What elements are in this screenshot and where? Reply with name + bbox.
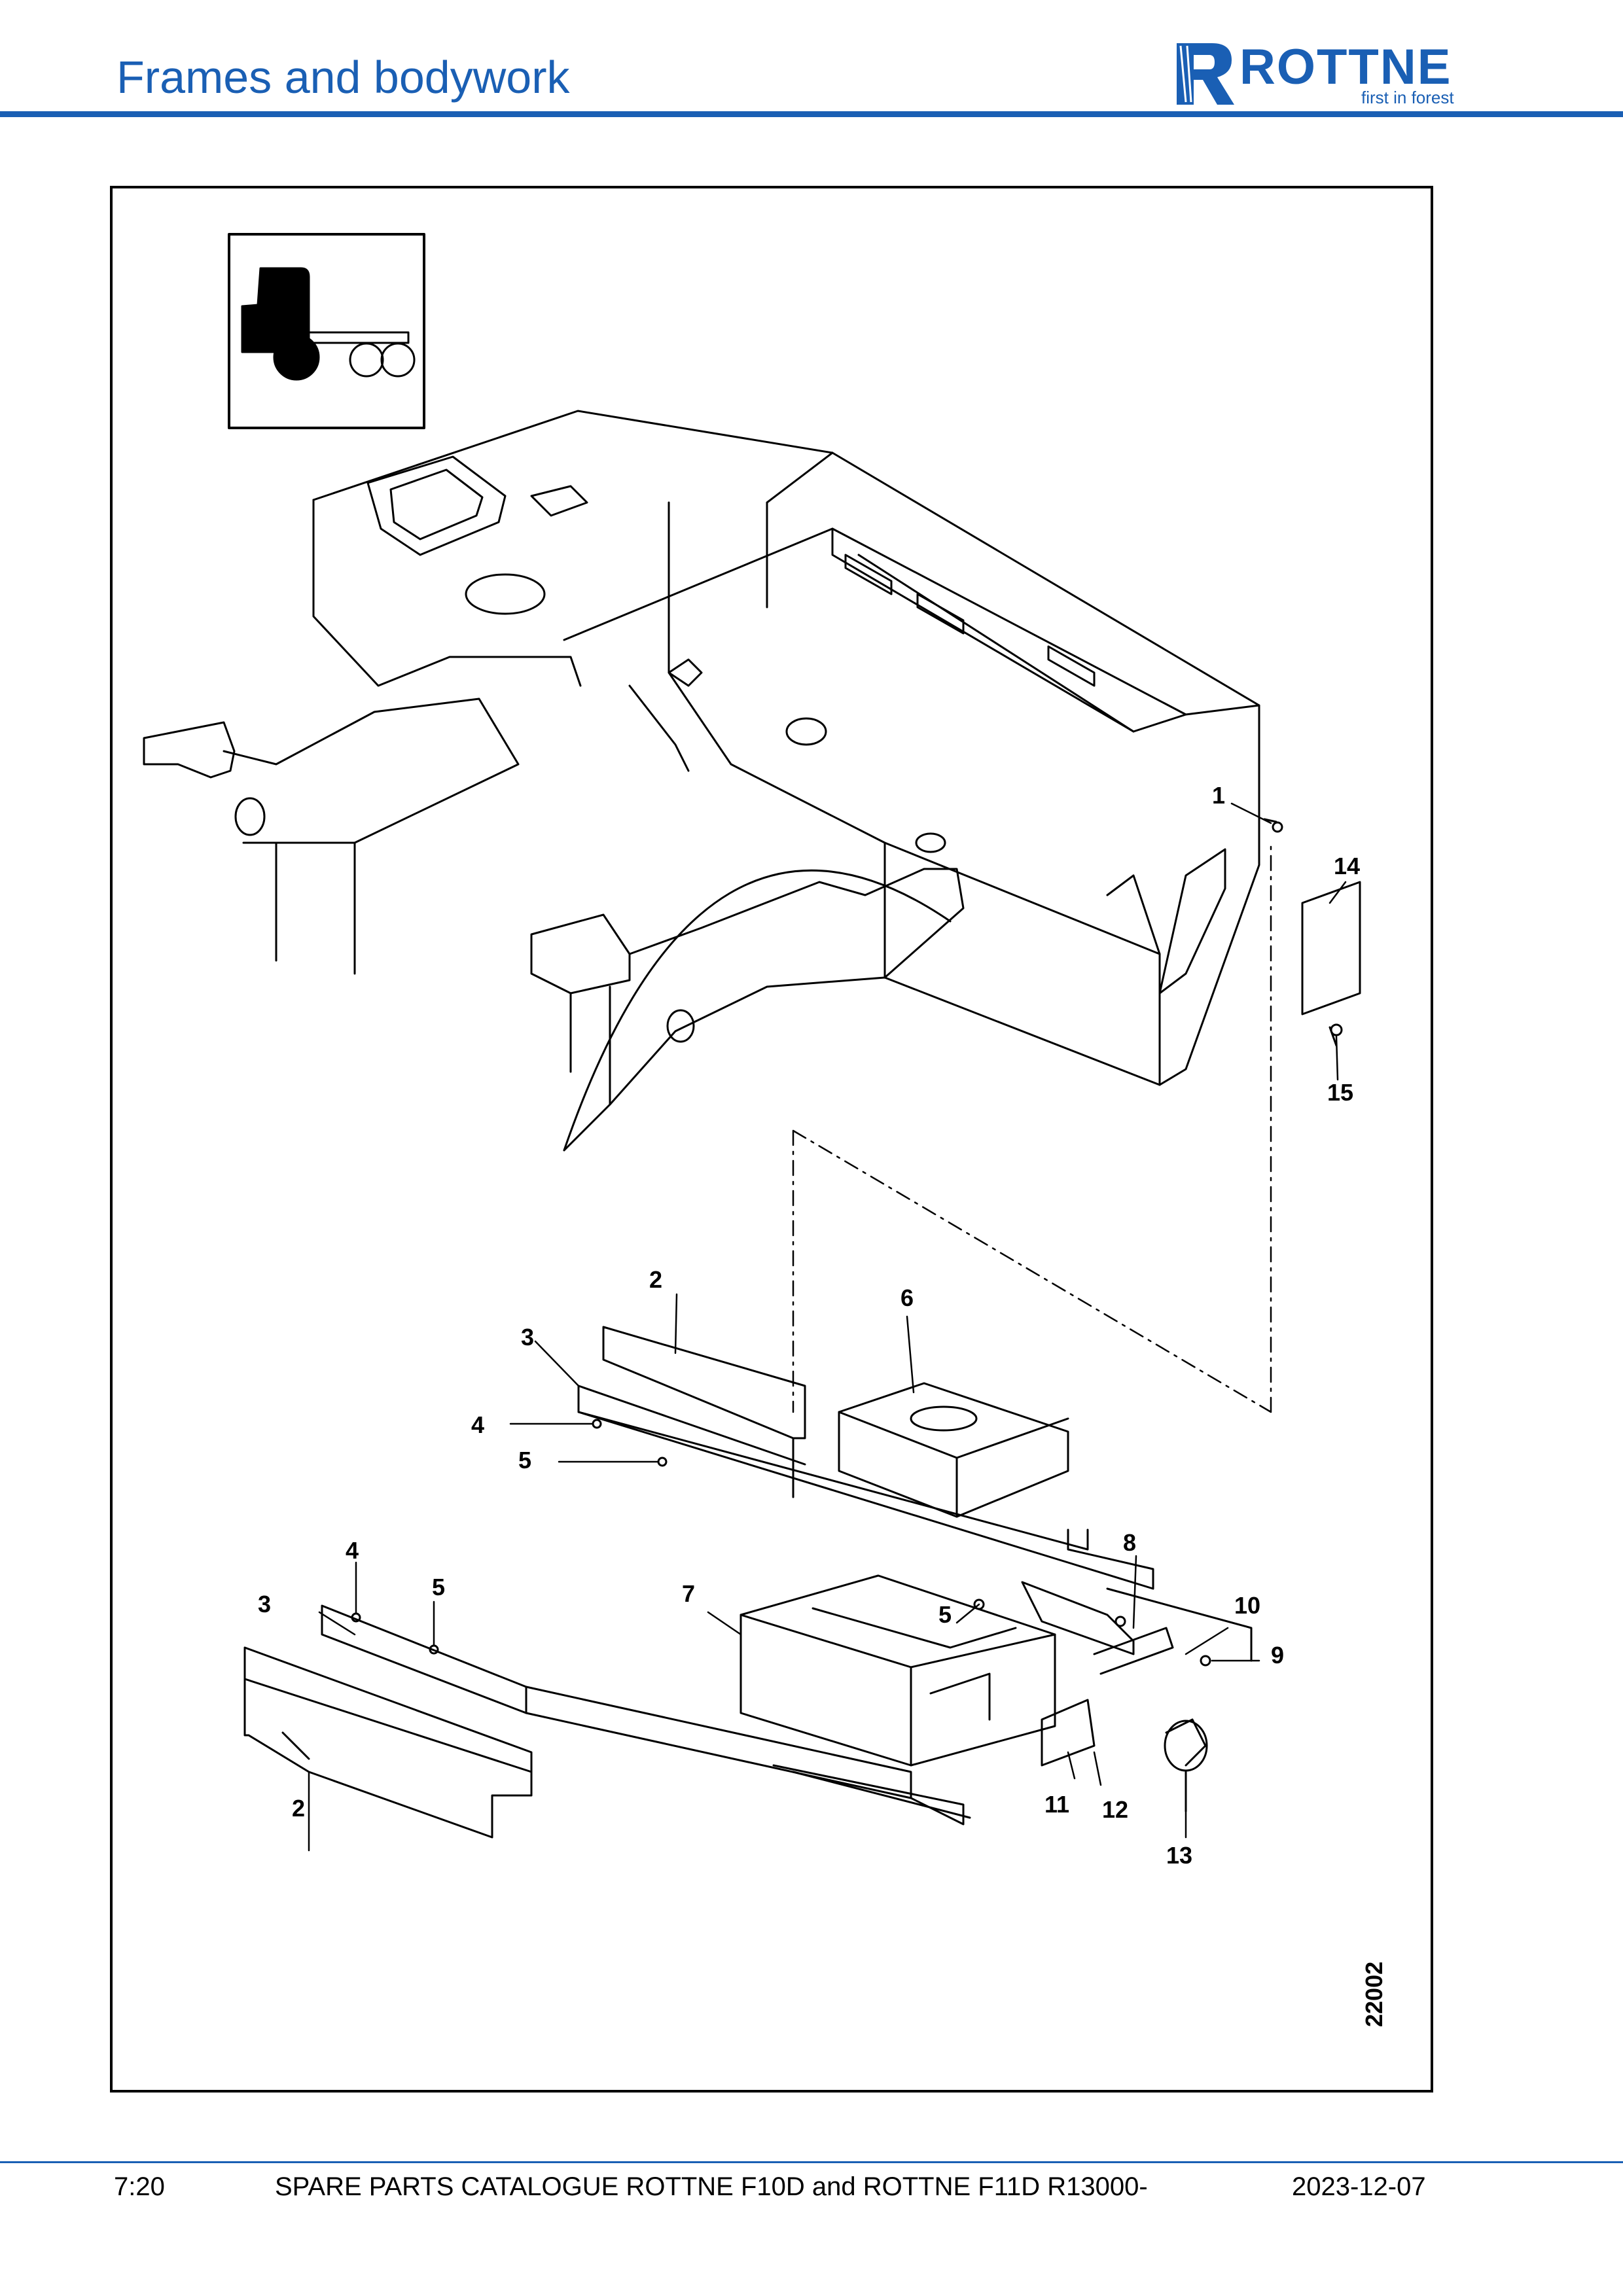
- exploded-view-figure: 1 14 15 2 6 3 4 5 8 4 5 3 7 5 10 9 11 12…: [110, 186, 1433, 2093]
- logo-tagline: first in forest: [1361, 88, 1454, 107]
- callout-7: 7: [682, 1580, 695, 1607]
- page-title: Frames and bodywork: [116, 52, 570, 103]
- callout-10: 10: [1234, 1592, 1260, 1619]
- callout-4-upper: 4: [471, 1411, 484, 1438]
- callout-2-upper: 2: [649, 1266, 662, 1293]
- callout-3-lower: 3: [258, 1591, 271, 1617]
- rottne-logo: ROTTNE first in forest: [1177, 39, 1454, 107]
- catalogue-title: SPARE PARTS CATALOGUE ROTTNE F10D and RO…: [275, 2172, 1148, 2201]
- callout-2-lower: 2: [292, 1795, 305, 1822]
- header-divider: [0, 111, 1623, 117]
- callout-8: 8: [1123, 1529, 1136, 1556]
- callout-5-lower: 5: [432, 1574, 445, 1600]
- footer-divider: [0, 2161, 1623, 2163]
- callout-3-upper: 3: [521, 1324, 534, 1351]
- drawing-number: 22002: [1361, 1962, 1387, 2027]
- callout-5-box: 5: [938, 1601, 952, 1628]
- callout-14: 14: [1334, 853, 1360, 879]
- callout-11: 11: [1044, 1791, 1069, 1818]
- logo-emblem: [1177, 43, 1234, 105]
- callout-4-lower: 4: [346, 1537, 359, 1564]
- logo-wordmark: ROTTNE: [1240, 39, 1452, 95]
- catalogue-date: 2023-12-07: [1292, 2172, 1426, 2201]
- upper-rail-assembly-drawing: [577, 1326, 1253, 1662]
- callout-12: 12: [1102, 1796, 1128, 1823]
- callout-15: 15: [1327, 1079, 1353, 1106]
- callout-leaders: [308, 802, 1347, 1852]
- callout-6: 6: [901, 1284, 914, 1311]
- callout-13: 13: [1166, 1842, 1192, 1869]
- callout-1: 1: [1212, 782, 1225, 809]
- callout-9: 9: [1271, 1642, 1284, 1669]
- callout-5-upper: 5: [518, 1447, 531, 1474]
- lower-box-assembly-drawing: [243, 1574, 1211, 1839]
- assembly-dashed-line: [792, 841, 1272, 1413]
- upper-frame-drawing: [143, 410, 1361, 1152]
- machine-location-icon: [228, 233, 425, 429]
- page-number: 7:20: [114, 2172, 165, 2201]
- parts-drawing: 1 14 15 2 6 3 4 5 8 4 5 3 7 5 10 9 11 12…: [143, 233, 1387, 2027]
